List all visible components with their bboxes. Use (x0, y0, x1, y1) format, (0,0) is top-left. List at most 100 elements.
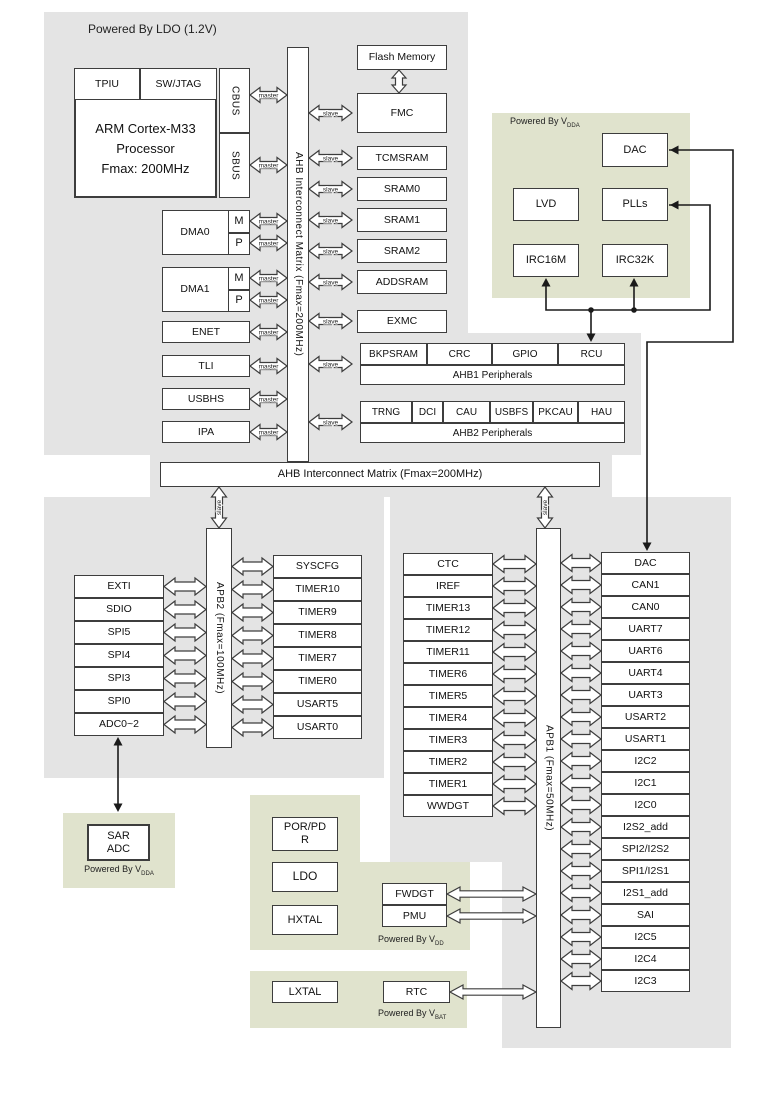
apb1-left-box-timer13-label: TIMER13 (425, 601, 471, 614)
apb1-left-box-timer4: TIMER4 (403, 707, 493, 729)
master-box-dma1-name: DMA1 (162, 267, 228, 312)
apb1-right-box-i2s2-add: I2S2_add (601, 816, 690, 838)
ahb2-peripherals-cell-label: USBFS (494, 406, 529, 418)
ldo-box: LDO (272, 862, 338, 892)
apb1-left-box-timer5-label: TIMER5 (428, 689, 468, 702)
apb1-right-box-dac-label: DAC (634, 556, 657, 569)
sar-adc-box-label: SAR ADC (106, 829, 131, 855)
ahb2-peripherals-cell: DCI (412, 401, 443, 423)
dac-vdda-box: DAC (602, 133, 668, 167)
powered-by-vdda-sar-label-sub: DDA (141, 870, 154, 877)
apb2-right-box-timer10-label: TIMER10 (295, 583, 340, 596)
ahb2-peripherals-cell: USBFS (490, 401, 533, 423)
powered-by-vdd-label-sub: DD (435, 940, 444, 947)
ahb1-peripherals-cell: CRC (427, 343, 492, 365)
core-label-line: Processor (116, 140, 175, 156)
plls-box: PLLs (602, 188, 668, 221)
rtc-box-label: RTC (405, 985, 428, 998)
ahb-interconnect-horizontal-bar: AHB Interconnect Matrix (Fmax=200MHz) (160, 462, 600, 487)
ahb1-peripherals-cell: BKPSRAM (360, 343, 427, 365)
ldo-box-label: LDO (292, 869, 318, 884)
master-box-dma0-port-p: P (228, 232, 250, 255)
apb2-bus-label: APB2 (Fmax=100MHz) (213, 581, 225, 695)
ahb1-peripherals-title-label: AHB1 Peripherals (452, 369, 533, 381)
apb2-bus: APB2 (Fmax=100MHz) (206, 528, 232, 748)
master-box-usbhs: USBHS (162, 388, 250, 410)
apb2-right-box-syscfg-label: SYSCFG (295, 560, 340, 573)
apb1-right-box-uart6: UART6 (601, 640, 690, 662)
apb1-right-box-sai-label: SAI (637, 908, 654, 921)
apb1-left-box-ctc-label: CTC (437, 557, 459, 570)
apb1-right-box-can1-label: CAN1 (631, 578, 660, 591)
sbus-box-label: SBUS (229, 150, 241, 181)
apb1-left-box-timer11-label: TIMER11 (426, 645, 470, 658)
ahb2-peripherals-cell: TRNG (360, 401, 412, 423)
irc32k-box: IRC32K (602, 244, 668, 277)
apb2-left-box-spi4: SPI4 (74, 644, 164, 667)
apb2-left-box-sdio: SDIO (74, 598, 164, 621)
hxtal-box-label: HXTAL (287, 913, 323, 926)
pmu-box: PMU (382, 905, 447, 927)
apb2-left-box-spi5-label: SPI5 (107, 626, 131, 639)
apb2-right-box-timer8: TIMER8 (273, 624, 362, 647)
apb1-left-box-iref: IREF (403, 575, 493, 597)
apb1-right-box-i2c4: I2C4 (601, 948, 690, 970)
apb1-left-box-timer1: TIMER1 (403, 773, 493, 795)
apb1-right-box-can1: CAN1 (601, 574, 690, 596)
ahb1-peripherals-cell-label: CRC (448, 348, 471, 360)
ahb2-peripherals-title: AHB2 Peripherals (360, 423, 625, 443)
tpiu-box: TPIU (74, 68, 140, 100)
memory-box-flash-memory-label: Flash Memory (368, 51, 436, 64)
plls-box-label: PLLs (622, 198, 648, 211)
swjtag-box: SW/JTAG (140, 68, 217, 100)
apb1-right-box-uart7-label: UART7 (628, 622, 663, 635)
ahb2-peripherals-cell: CAU (443, 401, 490, 423)
apb1-right-box-usart2: USART2 (601, 706, 690, 728)
apb2-right-box-usart5-label: USART5 (296, 698, 339, 711)
apb1-bus-label: APB1 (Fmax=50MHz) (543, 724, 555, 832)
apb1-right-box-can0-label: CAN0 (631, 600, 660, 613)
powered-by-ldo-label: Powered By LDO (1.2V) (88, 22, 217, 36)
apb2-right-box-timer8-label: TIMER8 (298, 629, 337, 642)
apb1-right-box-dac: DAC (601, 552, 690, 574)
apb2-right-box-timer0-label: TIMER0 (298, 675, 337, 688)
ahb1-peripherals-cell-label: RCU (580, 348, 603, 360)
ahb2-peripherals-cell: PKCAU (533, 401, 578, 423)
apb1-left-box-timer2: TIMER2 (403, 751, 493, 773)
apb2-right-box-timer0: TIMER0 (273, 670, 362, 693)
apb2-right-box-usart0: USART0 (273, 716, 362, 739)
memory-box-sram0-label: SRAM0 (383, 182, 421, 195)
memory-box-sram0: SRAM0 (357, 177, 447, 201)
apb2-left-box-spi3: SPI3 (74, 667, 164, 690)
ahb1-peripherals-cell-label: BKPSRAM (369, 348, 418, 360)
master-box-dma1-port-p: P (228, 289, 250, 312)
apb1-left-box-timer13: TIMER13 (403, 597, 493, 619)
memory-box-fmc: FMC (357, 93, 447, 133)
memory-box-tcmsram: TCMSRAM (357, 146, 447, 170)
apb2-right-box-syscfg: SYSCFG (273, 555, 362, 578)
apb2-left-box-exti: EXTI (74, 575, 164, 598)
por-pdr-box-label: POR/PDR (283, 821, 327, 846)
apb1-left-box-ctc: CTC (403, 553, 493, 575)
apb1-right-box-uart6-label: UART6 (628, 644, 663, 657)
lvd-box-label: LVD (535, 198, 557, 211)
powered-by-vdda-label-sub: DDA (567, 122, 580, 129)
apb1-right-box-uart3: UART3 (601, 684, 690, 706)
ahb2-peripherals-cell: HAU (578, 401, 625, 423)
ahb1-peripherals-cell: GPIO (492, 343, 558, 365)
ahb1-peripherals-title: AHB1 Peripherals (360, 365, 625, 385)
memory-box-addsram: ADDSRAM (357, 270, 447, 294)
apb1-left-box-timer11: TIMER11 (403, 641, 493, 663)
master-box-dma0-port-p-label: P (235, 237, 243, 250)
ahb2-peripherals-title-label: AHB2 Peripherals (452, 427, 533, 439)
apb1-right-box-i2c3-label: I2C3 (634, 974, 657, 987)
apb1-left-box-timer3: TIMER3 (403, 729, 493, 751)
cbus-box-label: CBUS (229, 85, 241, 116)
master-box-usbhs-label: USBHS (187, 392, 225, 405)
apb2-right-box-usart5: USART5 (273, 693, 362, 716)
apb1-right-box-spi1-i2s1: SPI1/I2S1 (601, 860, 690, 882)
apb2-left-box-spi0: SPI0 (74, 690, 164, 713)
apb1-right-box-i2c2: I2C2 (601, 750, 690, 772)
